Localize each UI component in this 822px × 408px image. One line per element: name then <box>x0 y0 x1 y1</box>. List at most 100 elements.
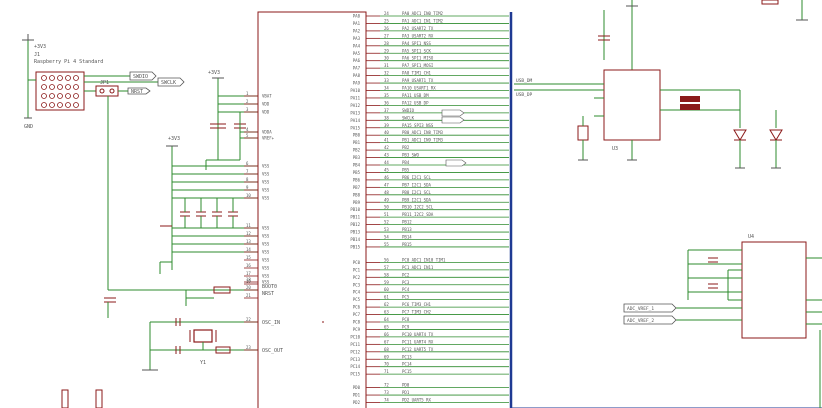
u3-ref-label: U3 <box>612 146 618 152</box>
mcu-right-pin-number: 56 <box>384 257 389 262</box>
mcu-right-pin-number: 71 <box>384 369 389 374</box>
mcu-left-pin-number: 1 <box>246 91 249 96</box>
mcu-net-label: PC3 <box>402 280 410 285</box>
mcu-net-label: PC5 <box>402 295 410 300</box>
mcu-net-label: PA6_SPI1_MISO <box>402 56 434 61</box>
mcu-right-pin-name: PA5 <box>353 51 361 56</box>
mcu-right-pin-number: 38 <box>384 115 389 120</box>
mcu-right-pin-number: 50 <box>384 205 389 210</box>
mcu-left-pin-number: 6 <box>246 161 249 166</box>
u4-ref-label: U4 <box>748 234 754 240</box>
mcu-net-label: PC7_TIM3_CH2 <box>402 310 431 315</box>
mcu-net-label: PB6_I2C1_SCL <box>402 175 431 180</box>
mcu-right-pin-number: 72 <box>384 383 389 388</box>
mcu-net-label: PD0 <box>402 383 410 388</box>
mcu-net-label: SWDIO <box>402 108 415 113</box>
mcu-right-pin-name: PA1 <box>353 21 361 26</box>
mcu-net-label: PD1 <box>402 390 410 395</box>
mcu-right-pin-number: 66 <box>384 332 389 337</box>
mcu-net-label: PB8_I2C1_SCL <box>402 190 431 195</box>
mcu-right-pin-number: 26 <box>384 26 389 31</box>
mcu-net-flags <box>441 109 467 167</box>
mcu-right-pin-number: 33 <box>384 78 389 83</box>
mcu-right-pin-number: 47 <box>384 182 389 187</box>
mcu-right-pin-number: 54 <box>384 235 389 240</box>
mcu-left-pin-name: VSS <box>262 164 270 169</box>
mcu-net-label: PC4 <box>402 287 410 292</box>
mcu-net-label: PB7_I2C1_SDA <box>402 182 431 187</box>
mcu-left-pin-name: VSS <box>262 188 270 193</box>
mcu-net-label: PA0_ADC1_IN0_TIM2 <box>402 11 444 16</box>
mcu-net-label: PC11_UART4_RX <box>402 339 434 344</box>
mcu-right-pin-number: 49 <box>384 197 389 202</box>
mcu-net-label: PC6_TIM3_CH1 <box>402 302 431 307</box>
mcu-osc-in-pin: OSC_IN <box>262 320 280 326</box>
swdio-tag-label: SWDIO <box>133 74 148 80</box>
mcu-net-label: PB15 <box>402 242 412 247</box>
mcu-net-label: PB11_I2C2_SDA <box>402 212 434 217</box>
mcu-right-pin-name: PD2 <box>353 400 361 405</box>
swdio-net-tag <box>129 71 157 81</box>
mcu-osc-out-pin: OSC_OUT <box>262 348 283 354</box>
mcu-right-pin-name: PC6 <box>353 305 361 310</box>
mcu-right-pin-number: 52 <box>384 220 389 225</box>
mcu-net-label: PA15_SPI3_NSS <box>402 123 434 128</box>
mcu-right-pin-number: 51 <box>384 212 389 217</box>
crystal-ref-label: Y1 <box>200 360 206 366</box>
mcu-left-pin-name: VSS <box>262 234 270 239</box>
mcu-right-pin-name: PD0 <box>353 385 361 390</box>
tvs-diode-1 <box>733 129 747 141</box>
mcu-right-pin-name: PC13 <box>350 357 360 362</box>
mcu-right-pin-number: 62 <box>384 302 389 307</box>
mcu-net-label: PB12 <box>402 220 412 225</box>
mcu-boot0-pin: BOOT0 <box>262 284 277 290</box>
mcu-right-pin-name: PA0 <box>353 14 361 19</box>
mcu-left-pin-name: VSS <box>262 274 270 279</box>
mcu-left-pin-number: 13 <box>246 239 251 244</box>
swclk-tag-label: SWCLK <box>161 80 176 86</box>
mcu-right-pin-name: PA4 <box>353 43 361 48</box>
mcu-right-pin-name: PC3 <box>353 282 361 287</box>
vdd2-power-label: +3V3 <box>168 136 180 142</box>
mcu-right-pin-name: PB2 <box>353 148 361 153</box>
mcu-left-pin-name: VSS <box>262 242 270 247</box>
mcu-right-pin-number: 24 <box>384 11 389 16</box>
mcu-left-pin-name: VSS <box>262 266 270 271</box>
mcu-right-pin-name: PA14 <box>350 118 360 123</box>
mcu-left-pin-number: 18 <box>246 277 251 282</box>
mcu-net-label: PB2 <box>402 145 410 150</box>
ferrite-bead-bottom <box>680 104 700 110</box>
mcu-net-label: PA10_USART1_RX <box>402 86 436 91</box>
mcu-net-label: PB13 <box>402 227 412 232</box>
mcu-net-label: PD2_UART5_RX <box>402 398 431 403</box>
mcu-right-pin-name: PC0 <box>353 260 361 265</box>
mcu-net-label: PC13 <box>402 354 412 359</box>
mcu-left-pin-number: 4 <box>246 127 249 132</box>
mcu-left-pin-name: VDD <box>262 102 270 107</box>
mcu-net-label: PC10_UART4_TX <box>402 332 434 337</box>
mcu-net-label: PC14 <box>402 362 412 367</box>
adc-vref1-label: ADC_VREF_1 <box>627 306 654 312</box>
mcu-right-pin-name: PA3 <box>353 36 361 41</box>
mcu-right-pin-name: PB9 <box>353 200 361 205</box>
mcu-net-label: PB9_I2C1_SDA <box>402 197 431 202</box>
nrst-tag-label: NRST <box>131 89 143 95</box>
mcu-left-pin-number: 5 <box>246 133 249 138</box>
mcu-net-label: PA7_SPI1_MOSI <box>402 63 434 68</box>
mcu-net-label: PA11_USB_DM <box>402 93 429 98</box>
boot0-resistor <box>213 286 231 294</box>
mcu-right-pin-name: PA12 <box>350 103 360 108</box>
mcu-right-pin-number: 68 <box>384 347 389 352</box>
mcu-left-pin-number: 22 <box>246 317 251 322</box>
mcu-right-pin-number: 60 <box>384 287 389 292</box>
mcu-nrst-pin: NRST <box>262 291 274 297</box>
mcu-left-pin-name: VSS <box>262 226 270 231</box>
mcu-left-pin-name: VSS <box>262 250 270 255</box>
mcu-left-pin-number: 21 <box>246 293 251 298</box>
header-name-label: Raspberry Pi 4 Standard <box>34 59 103 65</box>
mcu-right-pin-number: 74 <box>384 398 389 403</box>
